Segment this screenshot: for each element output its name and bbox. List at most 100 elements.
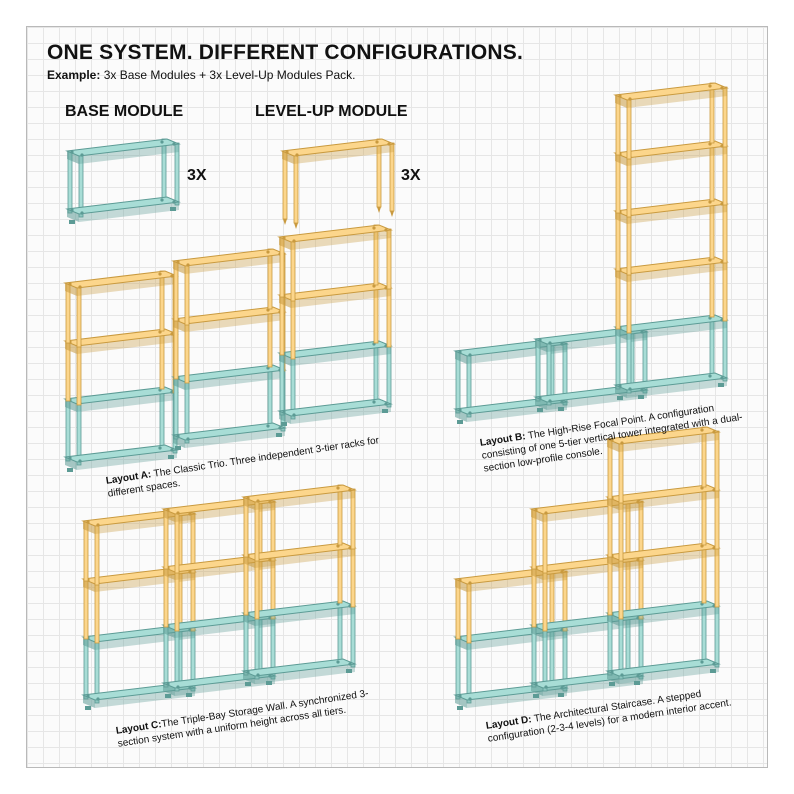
shelf-bolt [172, 142, 176, 146]
base-foot [245, 682, 251, 686]
levelup-post [282, 150, 288, 220]
shelf-bolt [78, 459, 82, 463]
shelf-bolt [176, 685, 180, 689]
levelup-module-label: LEVEL-UP MODULE [255, 103, 408, 120]
base-foot [537, 408, 543, 412]
base-foot [281, 422, 287, 426]
levelup-pin [283, 219, 287, 225]
base-foot [558, 693, 564, 697]
levelup-shelf [241, 484, 357, 503]
levelup-shelf-edge [531, 509, 543, 522]
shelf-bolt [458, 350, 462, 354]
shelf-bolt [700, 660, 704, 664]
shelf-bolt [256, 673, 260, 677]
shelf-bolt [292, 413, 296, 417]
shelf-bolt [348, 488, 352, 492]
shelf-bolt [372, 226, 376, 230]
subtitle-text: 3x Base Modules + 3x Level-Up Modules Pa… [100, 68, 356, 82]
shelf-bolt [158, 272, 162, 276]
subtitle-prefix: Example: [47, 68, 101, 82]
levelup-shelf-edge [65, 283, 77, 296]
base-foot [266, 681, 272, 685]
base-foot [85, 706, 91, 710]
levelup-post [184, 322, 190, 384]
shelf-bolt [387, 142, 391, 146]
shelf-bolt [712, 662, 716, 666]
levelup-post [94, 582, 100, 644]
base-foot [634, 681, 640, 685]
base-shelf-edge [279, 411, 291, 424]
shelf-bolt [618, 94, 622, 98]
base-shelf-edge [279, 353, 291, 366]
base-shelf-front [77, 450, 177, 470]
shelf-bolt [86, 520, 90, 524]
levelup-shelf-front [619, 432, 719, 452]
levelup-shelf-front [255, 548, 355, 568]
levelup-post [626, 272, 632, 334]
levelup-post [254, 558, 260, 620]
base-foot [617, 396, 623, 400]
levelup-post [293, 154, 299, 224]
shelf-bolt [628, 387, 632, 391]
base-foot [186, 693, 192, 697]
levelup-shelf-front [627, 146, 727, 166]
levelup-shelf-edge [615, 95, 627, 108]
levelup-post [290, 298, 296, 360]
base-foot [718, 383, 724, 387]
diagram-frame: ONE SYSTEM. DIFFERENT CONFIGURATIONS. Ex… [26, 26, 768, 768]
levelup-shelf-front [619, 548, 719, 568]
layout-d-illustration [453, 426, 721, 710]
shelf-bolt [166, 682, 170, 686]
layout-c-illustration [81, 484, 357, 710]
base-shelf [277, 398, 393, 417]
shelf-bolt [384, 402, 388, 406]
levelup-post [618, 558, 624, 620]
levelup-shelf-edge [615, 153, 627, 166]
base-foot [638, 395, 644, 399]
base-shelf [65, 196, 181, 215]
shelf-bolt [160, 140, 164, 144]
shelf-bolt [78, 285, 82, 289]
shelf-bolt [68, 282, 72, 286]
base-shelf-front [79, 202, 179, 222]
shelf-bolt [534, 508, 538, 512]
shelf-bolt [548, 341, 552, 345]
levelup-pin [390, 211, 394, 217]
base-foot [276, 433, 282, 437]
shelf-bolt [534, 682, 538, 686]
base-shelf-edge [607, 613, 619, 626]
shelf-bolt [282, 410, 286, 414]
base-shelf-edge [455, 351, 467, 364]
base-shelf-front [619, 606, 719, 626]
base-foot [168, 455, 174, 459]
base-shelf-edge [455, 637, 467, 650]
base-shelf-edge [83, 637, 95, 650]
base-shelf [613, 372, 729, 391]
shelf-bolt [636, 674, 640, 678]
base-shelf-edge [83, 695, 95, 708]
levelup-shelf [613, 82, 729, 101]
base-module-count: 3X [187, 167, 207, 184]
shelf-bolt [720, 86, 724, 90]
base-shelf-front [255, 664, 355, 684]
shelf-bolt [256, 499, 260, 503]
base-shelf-front [619, 664, 719, 684]
levelup-shelf [277, 224, 393, 243]
base-shelf-edge [243, 613, 255, 626]
base-shelf-edge [243, 671, 255, 684]
base-shelf-front [255, 606, 355, 626]
shelf-bolt [170, 448, 174, 452]
levelup-post [174, 570, 180, 632]
base-foot [67, 468, 73, 472]
base-shelf [605, 658, 721, 677]
levelup-shelf-edge [243, 497, 255, 510]
levelup-post [542, 512, 548, 574]
base-foot [710, 669, 716, 673]
levelup-post [174, 512, 180, 574]
shelf-bolt [560, 342, 564, 346]
shelf-bolt [80, 211, 84, 215]
configurations-illustration [63, 82, 729, 710]
base-foot [382, 409, 388, 413]
shelf-bolt [636, 500, 640, 504]
levelup-shelf-edge [173, 261, 185, 274]
